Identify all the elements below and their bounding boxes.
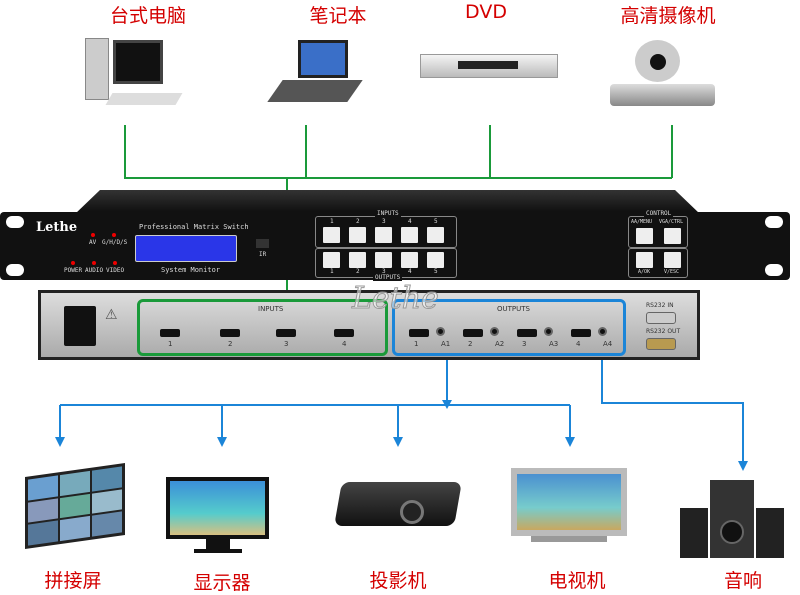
output-port-label: A3 <box>549 340 559 348</box>
input-button-2[interactable] <box>349 227 366 243</box>
rs232-out-label: RS232 OUT <box>646 328 681 335</box>
control-label-v-esc: V/ESC <box>664 269 680 275</box>
audio-jack <box>436 327 445 336</box>
ir-label: IR <box>259 251 267 258</box>
input-number: 2 <box>356 218 360 225</box>
control-label-vga-ctrl: VGA/CTRL <box>659 219 684 225</box>
output-port-label: 2 <box>468 340 473 348</box>
brand-logo: Lethe <box>36 220 78 235</box>
output-port-label: 3 <box>522 340 527 348</box>
rs232-out-port <box>646 338 676 350</box>
hdmi-input-port-2 <box>220 329 240 337</box>
control-group-lower <box>628 248 688 278</box>
output-button-2[interactable] <box>349 252 366 268</box>
input-button-5[interactable] <box>427 227 444 243</box>
input-lines <box>124 125 673 292</box>
inputs-highlight-box <box>137 299 388 356</box>
output-button-1[interactable] <box>323 252 340 268</box>
panel-subtitle: System Monitor <box>161 266 221 274</box>
input-number: 5 <box>434 218 438 225</box>
audio-jack <box>490 327 499 336</box>
rs232-in-label: RS232 IN <box>646 302 674 309</box>
video-wall-icon <box>25 462 125 550</box>
label-projector: 投影机 <box>369 570 427 592</box>
output-arrows <box>55 400 748 471</box>
led-audio: AUDIO <box>85 267 104 274</box>
hdmi-output-port <box>409 329 429 337</box>
output-number: 3 <box>382 268 386 275</box>
hdmi-output-port <box>463 329 483 337</box>
hdmi-input-port-1 <box>160 329 180 337</box>
hdmi-output-port <box>517 329 537 337</box>
input-button-4[interactable] <box>401 227 418 243</box>
hdmi-input-port-4 <box>334 329 354 337</box>
power-socket <box>64 306 96 346</box>
output-port-label: A2 <box>495 340 505 348</box>
label-speakers: 音响 <box>723 570 762 592</box>
rear-outputs-label: OUTPUTS <box>497 305 530 313</box>
led-ghds: G/H/D/S <box>102 239 128 246</box>
vga-ctrl-button[interactable] <box>664 228 681 244</box>
input-number: 4 <box>408 218 412 225</box>
output-button-4[interactable] <box>401 252 418 268</box>
led-av: AV <box>89 239 97 246</box>
lcd-display <box>135 235 237 262</box>
output-button-5[interactable] <box>427 252 444 268</box>
rear-inputs-label: INPUTS <box>258 305 284 313</box>
led-video: VIDEO <box>106 267 125 274</box>
control-label: CONTROL <box>644 210 674 217</box>
output-number: 1 <box>330 268 334 275</box>
matrix-switch-front-panel <box>0 212 790 280</box>
input-port-label: 3 <box>284 340 289 348</box>
led-power: POWER <box>64 267 83 274</box>
output-port-label: 1 <box>414 340 419 348</box>
input-number: 3 <box>382 218 386 225</box>
label-desktop-pc: 台式电脑 <box>109 5 186 27</box>
label-tv: 电视机 <box>548 570 606 592</box>
outputs-label: OUTPUTS <box>373 274 403 281</box>
output-port-label: 4 <box>576 340 581 348</box>
output-number: 4 <box>408 268 412 275</box>
panel-title: Professional Matrix Switch <box>139 223 249 231</box>
label-hd-camera: 高清摄像机 <box>620 5 716 27</box>
label-monitor: 显示器 <box>193 572 251 594</box>
audio-jack <box>598 327 607 336</box>
input-button-3[interactable] <box>375 227 392 243</box>
output-number: 5 <box>434 268 438 275</box>
input-port-label: 1 <box>168 340 173 348</box>
watermark: Lethe <box>352 281 440 316</box>
a-ok-button[interactable] <box>636 252 653 268</box>
output-port-label: A1 <box>441 340 451 348</box>
input-port-label: 4 <box>342 340 347 348</box>
input-port-label: 2 <box>228 340 233 348</box>
rs232-in-port <box>646 312 676 324</box>
device-top <box>75 190 700 214</box>
warning-icon: ⚠ <box>105 307 118 323</box>
label-video-wall: 拼接屏 <box>44 570 102 592</box>
output-lines <box>59 356 744 462</box>
label-laptop: 笔记本 <box>309 5 367 27</box>
aa-menu-button[interactable] <box>636 228 653 244</box>
outputs-highlight-box <box>392 299 626 356</box>
output-number: 2 <box>356 268 360 275</box>
input-number: 1 <box>330 218 334 225</box>
control-label-aa-menu: AA/MENU <box>631 219 653 225</box>
input-button-1[interactable] <box>323 227 340 243</box>
hdmi-output-port <box>571 329 591 337</box>
ir-sensor <box>256 239 269 248</box>
inputs-label: INPUTS <box>375 210 401 217</box>
hdmi-input-port-3 <box>276 329 296 337</box>
output-button-3[interactable] <box>375 252 392 268</box>
audio-jack <box>544 327 553 336</box>
label-dvd: DVD <box>465 1 507 23</box>
output-port-label: A4 <box>603 340 613 348</box>
v-esc-button[interactable] <box>664 252 681 268</box>
control-label-a-ok: A/OK <box>638 269 651 275</box>
